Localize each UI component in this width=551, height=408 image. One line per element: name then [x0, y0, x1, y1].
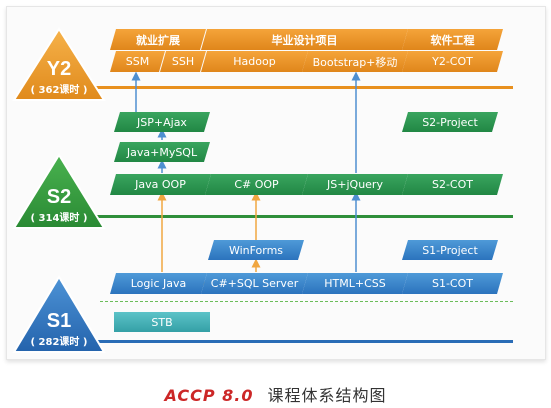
course-csharp-oop: C# OOP — [205, 174, 308, 195]
s2-stage-line — [90, 215, 513, 218]
diagram-caption: ACCP 8.0 课程体系结构图 — [0, 382, 551, 406]
course-s1-cot: S1-COT — [402, 273, 503, 294]
course-java-mysql: Java+MySQL — [114, 142, 210, 162]
course-s2-cot: S2-COT — [402, 174, 503, 195]
caption-title: 课程体系结构图 — [267, 386, 387, 405]
s2-stage-label: S2 ( 314课时 ) — [19, 186, 99, 224]
s1-stage-triangle — [12, 275, 106, 353]
y2-stage-line — [90, 86, 513, 89]
s1-stage-label: S1 ( 282课时 ) — [19, 310, 99, 348]
course-stb: STB — [114, 312, 210, 332]
course-s2-project: S2-Project — [402, 112, 498, 132]
course-winforms: WinForms — [208, 240, 304, 260]
course-ssh: SSH — [160, 51, 206, 72]
y2-header-employment-extension: 就业扩展 — [110, 29, 206, 50]
stage-code: S2 — [46, 186, 72, 208]
stage-hours: ( 282课时 ) — [30, 337, 88, 348]
y2-header-software-engineering: 软件工程 — [402, 29, 503, 50]
s2-stage-triangle — [12, 153, 106, 229]
y2-stage-triangle — [12, 27, 106, 101]
course-html-css: HTML+CSS — [302, 273, 408, 294]
y2-header-graduation-project: 毕业设计项目 — [201, 29, 408, 50]
course-logic-java: Logic Java — [110, 273, 207, 294]
course-js-jquery: JS+jQuery — [302, 174, 408, 195]
stage-code: S1 — [46, 310, 72, 332]
course-csharp-sql-server: C#+SQL Server — [201, 273, 308, 294]
stage-hours: ( 314课时 ) — [30, 213, 88, 224]
y2-stage-label: Y2 ( 362课时 ) — [19, 58, 99, 96]
s1-dashed-line — [100, 301, 513, 302]
course-hadoop: Hadoop — [201, 51, 308, 72]
caption-version: ACCP 8.0 — [164, 386, 254, 405]
course-s1-project: S1-Project — [402, 240, 498, 260]
s1-stage-line — [90, 340, 513, 343]
course-ssm: SSM — [110, 51, 165, 72]
stage-code: Y2 — [46, 58, 72, 80]
stage-hours: ( 362课时 ) — [30, 85, 88, 96]
course-jsp-ajax: JSP+Ajax — [114, 112, 210, 132]
course-java-oop: Java OOP — [110, 174, 211, 195]
course-bootstrap-mobile: Bootstrap+移动 — [302, 51, 408, 72]
course-y2-cot: Y2-COT — [402, 51, 503, 72]
